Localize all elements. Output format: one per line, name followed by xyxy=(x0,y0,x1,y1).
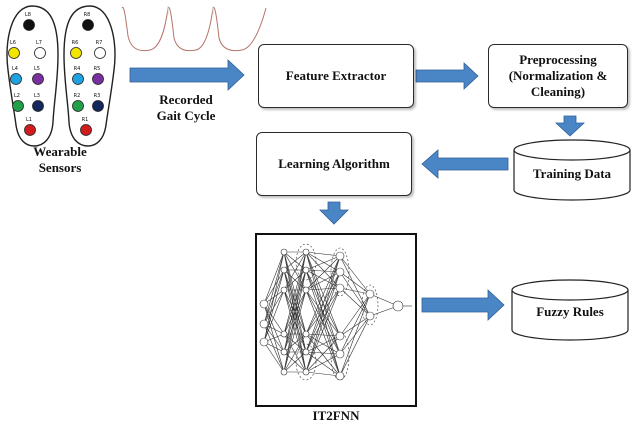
sensor-label-l3: L3 xyxy=(34,93,40,99)
fuzzy-rules-store xyxy=(511,279,629,341)
membership-node xyxy=(302,286,310,294)
sensor-label-l7: L7 xyxy=(36,40,42,46)
it2fnn-network xyxy=(255,233,417,407)
sensor-l4 xyxy=(10,73,22,85)
arrow-feature-to-preprocessing xyxy=(415,62,479,90)
sensor-l2 xyxy=(12,100,24,112)
gait-cycle-plot xyxy=(121,4,270,60)
sensor-label-r1: R1 xyxy=(82,117,89,123)
arrow-it2fnn-to-fuzzy xyxy=(421,289,505,321)
membership-node xyxy=(280,248,288,256)
layer-group-outline xyxy=(330,247,350,297)
arrow-learning-to-it2fnn xyxy=(319,201,349,225)
sensors-label: Wearable Sensors xyxy=(33,144,87,175)
sensor-r5 xyxy=(92,73,104,85)
sensor-label-l6: L6 xyxy=(10,40,16,46)
sensor-r7 xyxy=(94,47,106,59)
input-node xyxy=(259,299,269,309)
output-node xyxy=(392,300,404,312)
sensor-l5 xyxy=(32,73,44,85)
sensor-r6 xyxy=(70,47,82,59)
membership-node xyxy=(280,330,288,338)
type-reduction-node xyxy=(365,311,375,321)
sensor-label-l5: L5 xyxy=(34,66,40,72)
layer-group-outline xyxy=(295,343,317,381)
preprocessing-label: Preprocessing (Normalization & Cleaning) xyxy=(508,52,608,99)
membership-node xyxy=(280,348,288,356)
sensor-r2 xyxy=(72,100,84,112)
sensor-r1 xyxy=(80,124,92,136)
training-data-store xyxy=(513,139,631,201)
rule-node xyxy=(335,371,345,381)
learning-algorithm-label: Learning Algorithm xyxy=(278,156,390,171)
sensor-label-r4: R4 xyxy=(74,66,81,72)
sensor-l6 xyxy=(8,47,20,59)
gait-cycle-label: Recorded Gait Cycle xyxy=(156,92,216,123)
sensor-l3 xyxy=(32,100,44,112)
membership-node xyxy=(302,248,310,256)
type-reduction-node xyxy=(365,289,375,299)
it2fnn-label: IT2FNN xyxy=(312,408,360,423)
sensor-r8 xyxy=(82,19,94,31)
layer-group-outline xyxy=(330,331,350,381)
sensor-l1 xyxy=(24,124,36,136)
membership-node xyxy=(280,266,288,274)
sensor-label-r2: R2 xyxy=(74,93,81,99)
sensor-label-r3: R3 xyxy=(94,93,101,99)
rule-node xyxy=(335,283,345,293)
input-node xyxy=(259,319,269,329)
layer-group-outline xyxy=(361,284,379,326)
feature-extractor-box: Feature Extractor xyxy=(258,44,414,108)
sensor-l7 xyxy=(34,47,46,59)
membership-node xyxy=(302,330,310,338)
flow-arrows xyxy=(129,59,586,321)
fuzzy-rules-label: Fuzzy Rules xyxy=(536,304,604,319)
membership-node xyxy=(302,266,310,274)
learning-algorithm-box: Learning Algorithm xyxy=(256,132,412,196)
training-data-label: Training Data xyxy=(532,166,612,181)
rule-node xyxy=(335,251,345,261)
sensor-label-l4: L4 xyxy=(12,66,18,72)
sensor-label-l1: L1 xyxy=(26,117,32,123)
membership-node xyxy=(280,286,288,294)
sensor-l8 xyxy=(23,19,35,31)
preprocessing-box: Preprocessing (Normalization & Cleaning) xyxy=(488,44,628,108)
sensor-label-r7: R7 xyxy=(96,40,103,46)
rule-node xyxy=(335,349,345,359)
sensor-r4 xyxy=(72,73,84,85)
arrow-training-to-learning xyxy=(421,149,509,179)
membership-node xyxy=(280,368,288,376)
sensor-label-l8: L8 xyxy=(25,12,31,18)
sensor-label-r8: R8 xyxy=(84,12,91,18)
rule-node xyxy=(335,267,345,277)
sensor-label-r5: R5 xyxy=(94,66,101,72)
membership-node xyxy=(302,368,310,376)
membership-node xyxy=(302,348,310,356)
sensor-label-r6: R6 xyxy=(72,40,79,46)
input-node xyxy=(259,337,269,347)
feature-extractor-label: Feature Extractor xyxy=(285,68,387,83)
arrow-gait-to-feature xyxy=(129,59,245,91)
sensor-label-l2: L2 xyxy=(14,93,20,99)
arrow-preprocessing-to-training xyxy=(554,115,586,137)
layer-group-outline xyxy=(295,243,317,281)
sensor-r3 xyxy=(92,100,104,112)
gait-waveform xyxy=(121,6,267,52)
